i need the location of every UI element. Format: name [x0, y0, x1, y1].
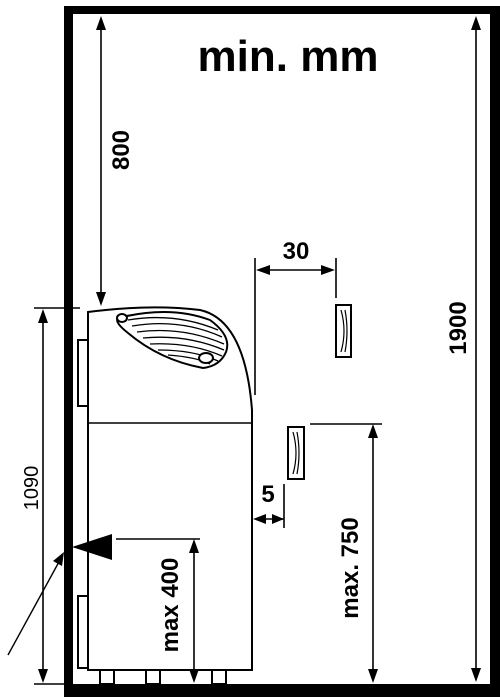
appliance-unit — [77, 306, 253, 685]
room-walls — [64, 6, 500, 697]
dim-outlet-max — [116, 538, 200, 683]
hopper-stripes — [127, 316, 225, 365]
floor — [64, 684, 500, 697]
unit-body-outline — [87, 306, 253, 671]
dim-unit-height — [34, 307, 80, 685]
hopper-handle — [198, 352, 214, 364]
dim-wall-gap — [253, 484, 285, 528]
upper-wall-bracket — [77, 339, 89, 407]
dim-side-gap-label: 30 — [283, 238, 310, 265]
dim-top-clearance — [96, 16, 106, 306]
wood-shelves — [287, 304, 352, 480]
left-wall — [64, 6, 73, 697]
flue-outlet — [72, 534, 112, 560]
flue-leader — [7, 552, 64, 656]
title: min. mm — [198, 32, 379, 81]
dim-wall-gap-label: 5 — [261, 481, 274, 508]
dim-top-clearance-label: 800 — [108, 130, 135, 170]
dim-shelf-max-label: max. 750 — [337, 517, 364, 618]
dim-outlet-max-label: max 400 — [157, 558, 184, 653]
foot-1 — [99, 669, 115, 685]
foot-2 — [145, 669, 161, 685]
right-wall — [490, 6, 500, 697]
dim-total-height — [471, 16, 481, 682]
dim-total-height-label: 1900 — [445, 301, 472, 354]
foot-3 — [211, 669, 227, 685]
lower-wall-bracket — [77, 595, 89, 669]
dim-unit-height-label: 1090 — [21, 466, 43, 511]
dim-side-gap — [254, 258, 337, 395]
dim-shelf-max — [310, 423, 382, 683]
hopper-hinge-left — [116, 313, 128, 323]
ceiling — [64, 6, 500, 14]
